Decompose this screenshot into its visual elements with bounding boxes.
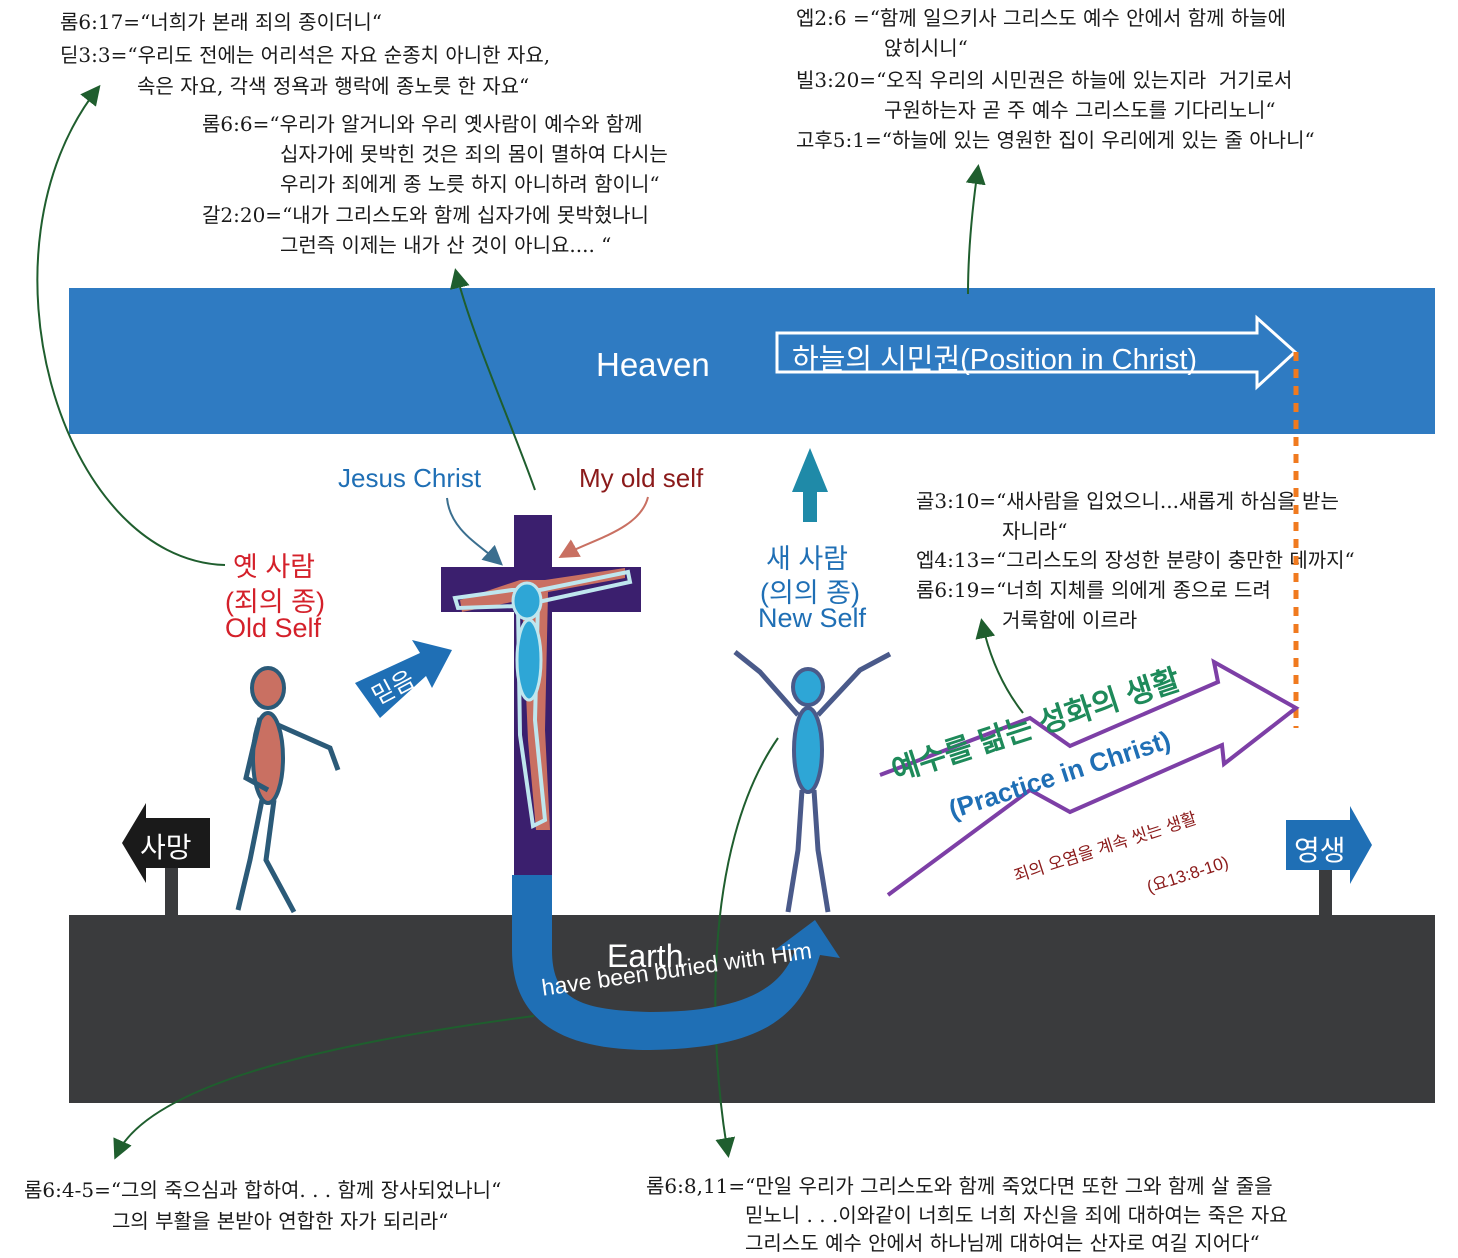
life-sign [1286, 806, 1372, 884]
verse-titus3-3-line1: 딛3:3=“우리도 전에는 어리석은 자요 순종치 아니한 자요, [60, 43, 551, 67]
earth-label: Earth [607, 938, 684, 974]
verse-phil3-20-line2: 구원하는자 곧 주 예수 그리스도를 기다리노니“ [884, 98, 1276, 122]
position-arrow [775, 314, 1298, 391]
pointer-old-self [558, 496, 649, 558]
verse-gal2-20-line1: 갈2:20=“내가 그리스도와 함께 십자가에 못박혔나니 [202, 203, 649, 227]
position-in-christ-label: 하늘의 시민권(Position in Christ) [792, 344, 1198, 376]
verse-rom6-4-5-line1: 롬6:4-5=“그의 죽으심과 합하여. . . 함께 장사되었나니“ [24, 1178, 502, 1202]
arrow-cross-to-verses [450, 268, 536, 491]
crucified-old-self [460, 568, 625, 830]
death-sign-post [165, 862, 178, 917]
new-self-korean: 새 사람 [766, 544, 849, 574]
old-self-figure [235, 666, 341, 914]
death-label: 사망 [140, 832, 192, 863]
arrow-oldself-to-verses [36, 84, 226, 566]
jesus-christ-label: Jesus Christ [338, 463, 482, 493]
verse-rom6-8-11-line2: 믿노니 . . .이와같이 너희도 너희 자신을 죄에 대하여는 죽은 자요 [745, 1203, 1288, 1227]
new-self-servant-label: (의의 종) [760, 578, 861, 608]
new-self-english: New Self [758, 603, 867, 633]
crucified-head [511, 581, 543, 621]
new-self-figure [733, 650, 892, 913]
crucified-body [515, 618, 543, 702]
verse-rom6-19-line1: 롬6:19=“너희 지체를 의에게 종으로 드려 [916, 578, 1271, 602]
verse-rom6-19-line2: 거룩함에 이르라 [1002, 608, 1138, 632]
practice-arrow [879, 658, 1300, 897]
verse-rom6-8-11-line3: 그리스도 예수 안에서 하나님께 대하여는 산자로 여길 지어다“ [745, 1231, 1260, 1255]
old-self-english: Old Self [225, 613, 322, 643]
heaven-label: Heaven [596, 346, 710, 383]
arrow-practice-to-verses [975, 618, 1024, 714]
up-arrow [792, 448, 828, 522]
eternal-life-label: 영생 [1294, 835, 1346, 866]
verse-eph4-13: 엡4:13=“그리스도의 장성한 분량이 충만한 데까지“ [916, 548, 1355, 572]
verse-rom6-4-5-line2: 그의 부활을 본받아 연합한 자가 되리라“ [112, 1209, 449, 1233]
heaven-band [69, 288, 1435, 434]
arrow-burial-to-verse [113, 1015, 535, 1160]
death-sign [122, 803, 210, 883]
verse-col3-10-line2: 자니라“ [1002, 519, 1068, 543]
verse-eph2-6-line1: 엡2:6 =“함께 일으키사 그리스도 예수 안에서 함께 하늘에 [796, 6, 1287, 30]
verse-rom6-17: 롬6:17=“너희가 본래 죄의 종이더니“ [60, 10, 382, 34]
life-sign-post [1319, 868, 1332, 918]
my-old-self-label: My old self [579, 463, 704, 493]
burial-arrow [512, 875, 840, 1050]
arrow-newself-to-verse [714, 737, 779, 1158]
verse-phil3-20-line1: 빌3:20=“오직 우리의 시민권은 하늘에 있는지라 거기로서 [796, 68, 1293, 92]
verse-titus3-3-line2: 속은 자요, 각색 정욕과 행락에 종노릇 한 자요“ [137, 74, 530, 98]
verse-gal2-20-line2: 그런즉 이제는 내가 산 것이 아니요.... “ [280, 233, 612, 257]
faith-arrow [355, 640, 452, 718]
verse-col3-10-line1: 골3:10=“새사람을 입었으니...새롭게 하심을 받는 [916, 489, 1339, 513]
verse-rom6-6-line2: 십자가에 못박힌 것은 죄의 몸이 멸하여 다시는 [280, 142, 668, 166]
old-self-korean: 옛 사람 [233, 552, 316, 582]
arrow-heaven-to-verses [965, 164, 986, 295]
verse-eph2-6-line2: 앉히시니“ [884, 36, 968, 60]
verse-rom6-6-line3: 우리가 죄에게 종 노릇 하지 아니하려 함이니“ [280, 172, 660, 196]
old-self-servant-label: (죄의 종) [225, 587, 326, 617]
verse-rom6-8-11-line1: 롬6:8,11=“만일 우리가 그리스도와 함께 죽었다면 또한 그와 함께 살… [646, 1174, 1273, 1198]
pointer-jesus [446, 497, 503, 566]
verse-rom6-6-line1: 롬6:6=“우리가 알거니와 우리 옛사람이 예수와 함께 [202, 112, 643, 136]
verse-2cor5-1: 고후5:1=“하늘에 있는 영원한 집이 우리에게 있는 줄 아나니“ [796, 128, 1315, 152]
